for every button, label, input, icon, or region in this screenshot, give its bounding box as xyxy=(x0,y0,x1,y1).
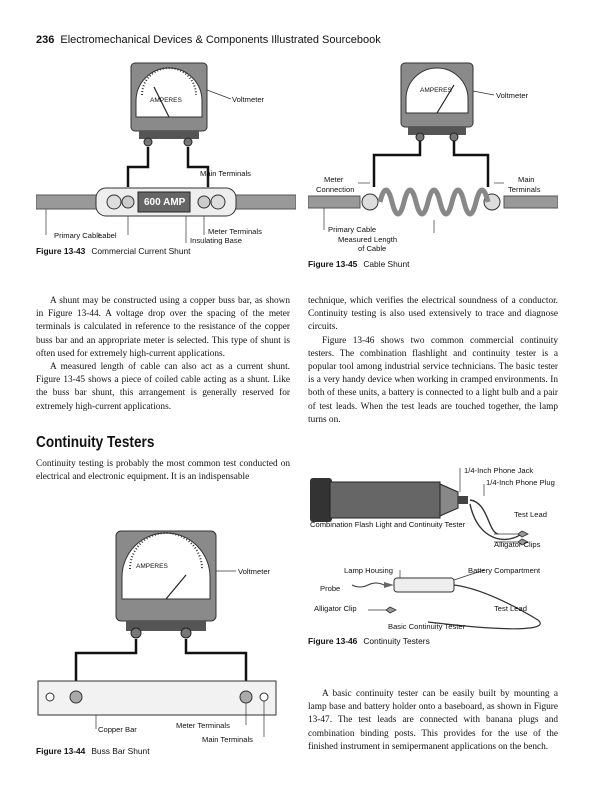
alligator-clips-label: Alligator Clips xyxy=(494,540,541,549)
insulating-base-label: Insulating Base xyxy=(190,236,242,245)
paragraph: Continuity testing is probably the most … xyxy=(36,459,290,483)
right-column-text: technique, which verifies the electrical… xyxy=(308,295,558,427)
primary-cable-label: Primary Cable xyxy=(328,225,377,234)
phone-jack-label: 1/4-Inch Phone Jack xyxy=(464,466,534,475)
figure-13-46-caption: Figure 13-46 Continuity Testers xyxy=(308,636,430,646)
phone-plug-label: 1/4-Inch Phone Plug xyxy=(486,478,555,487)
paragraph: technique, which verifies the electrical… xyxy=(308,296,558,333)
voltmeter-label: Voltmeter xyxy=(238,567,271,576)
left-column-text: A shunt may be constructed using a coppe… xyxy=(36,295,290,414)
figure-13-45: AMPERES Voltmeter Meter Connection Main … xyxy=(308,55,558,260)
section-heading: Continuity Testers xyxy=(36,434,155,451)
figure-13-45-caption: Figure 13-45 Cable Shunt xyxy=(308,259,409,269)
caption-number: Figure 13-44 xyxy=(36,746,86,756)
page-number: 236 xyxy=(36,34,55,46)
dial-label: AMPERES xyxy=(150,97,182,104)
caption-number: Figure 13-45 xyxy=(308,259,358,269)
voltmeter-label: Voltmeter xyxy=(496,91,529,100)
continuity-testers-drawing xyxy=(310,468,541,630)
buss-bar-shunt-drawing xyxy=(37,530,277,737)
voltmeter-label: Voltmeter xyxy=(232,95,265,104)
figure-13-44-caption: Figure 13-44 Buss Bar Shunt xyxy=(36,746,150,756)
caption-number: Figure 13-46 xyxy=(308,636,358,646)
main-terminals-label: Main Terminals xyxy=(202,735,253,744)
figure-13-44: AMPERES Voltmeter Copper Bar Meter Termi… xyxy=(36,525,296,745)
running-header: 236 Electromechanical Devices & Component… xyxy=(36,34,381,46)
caption-number: Figure 13-43 xyxy=(36,246,86,256)
meter-connection-label-2: Connection xyxy=(316,185,355,194)
caption-text: Cable Shunt xyxy=(363,259,410,269)
book-title: Electromechanical Devices & Components I… xyxy=(60,34,381,46)
paragraph: A basic continuity tester can be easily … xyxy=(308,689,558,752)
probe-label: Probe xyxy=(320,584,341,593)
meter-connection-label: Meter xyxy=(324,175,344,184)
battery-compartment-label: Battery Compartment xyxy=(468,566,541,575)
primary-cable-label: Primary Cable xyxy=(54,231,103,240)
alligator-clip-label: Alligator Clip xyxy=(314,604,357,613)
shunt-rating-label: 600 AMP xyxy=(144,197,186,208)
copper-bar-label: Copper Bar xyxy=(98,725,137,734)
paragraph: A shunt may be constructed using a coppe… xyxy=(36,296,290,359)
dial-label: AMPERES xyxy=(420,87,452,94)
meter-terminals-label: Meter Terminals xyxy=(208,227,262,236)
caption-text: Commercial Current Shunt xyxy=(91,246,191,256)
basic-tester-label: Basic Continuity Tester xyxy=(388,622,466,631)
combo-tester-label: Combination Flash Light and Continuity T… xyxy=(310,520,466,529)
lamp-housing-label: Lamp Housing xyxy=(344,566,393,575)
measured-length-label: Measured Length xyxy=(338,235,398,244)
meter-terminals-label: Meter Terminals xyxy=(176,721,230,730)
test-lead-label: Test Lead xyxy=(514,510,547,519)
figure-13-43-caption: Figure 13-43 Commercial Current Shunt xyxy=(36,246,190,256)
commercial-shunt-drawing xyxy=(36,62,296,243)
cable-shunt-drawing xyxy=(308,62,558,233)
caption-text: Continuity Testers xyxy=(363,636,430,646)
test-lead-2-label: Test Lead xyxy=(494,604,527,613)
caption-text: Buss Bar Shunt xyxy=(91,746,150,756)
figure-13-43: AMPERES 600 AMP Voltmeter Main Terminals… xyxy=(36,55,296,260)
main-terminals-label-2: Terminals xyxy=(508,185,541,194)
label-label: Label xyxy=(98,231,117,240)
figure-13-46: 1/4-Inch Phone Jack 1/4-Inch Phone Plug … xyxy=(308,462,558,640)
section-text: Continuity testing is probably the most … xyxy=(36,458,290,484)
dial-label: AMPERES xyxy=(136,563,168,570)
main-terminals-label: Main Terminals xyxy=(200,169,251,178)
bottom-right-text: A basic continuity tester can be easily … xyxy=(308,688,558,754)
main-terminals-label: Main xyxy=(518,175,535,184)
measured-length-label-2: of Cable xyxy=(358,244,387,253)
paragraph: Figure 13-46 shows two common commercial… xyxy=(308,335,558,425)
paragraph: A measured length of cable can also act … xyxy=(36,362,290,412)
